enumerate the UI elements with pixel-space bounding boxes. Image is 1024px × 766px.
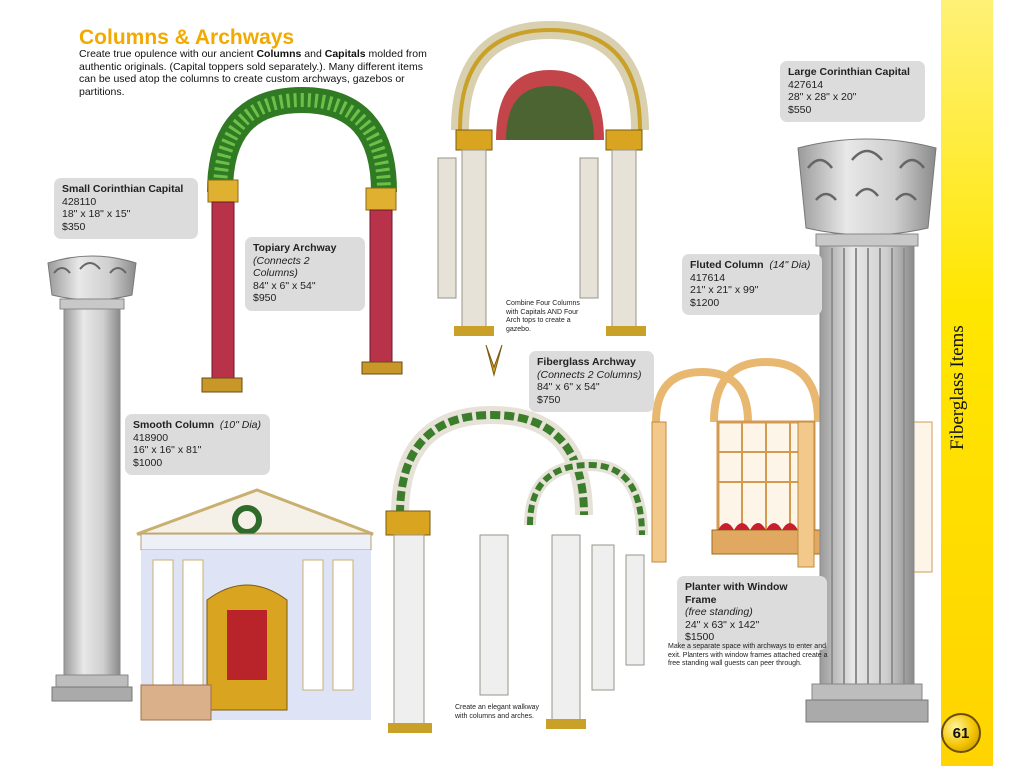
gazebo-illustration <box>437 20 649 336</box>
small-capital-info: Small Corinthian Capital 428110 18" x 18… <box>54 178 198 239</box>
walkway-caption: Create an elegant walkway with columns a… <box>455 704 540 720</box>
planter-info: Planter with Window Frame (free standing… <box>677 576 827 650</box>
gazebo-caption: Combine Four Columns with Capitals AND F… <box>506 300 580 333</box>
side-band <box>941 0 993 766</box>
smooth-column-illustration <box>47 255 137 702</box>
topiary-archway-info: Topiary Archway (Connects 2 Columns) 84"… <box>245 237 365 311</box>
page-number-badge: 61 <box>941 713 981 753</box>
topiary-archway-illustration <box>201 86 403 393</box>
page-title: Columns & Archways <box>79 26 295 49</box>
smooth-column-info: Smooth Column (10" Dia) 418900 16" x 16"… <box>125 414 270 475</box>
large-capital-info: Large Corinthian Capital 427614 28" x 28… <box>780 61 925 122</box>
section-label: Fiberglass Items <box>947 325 987 450</box>
fluted-column-info: Fluted Column (14" Dia) 417614 21" x 21"… <box>682 254 822 315</box>
walkway-illustration <box>385 344 648 733</box>
intro-text: Create true opulence with our ancient Co… <box>79 48 427 98</box>
pavilion-illustration <box>136 488 374 721</box>
fiberglass-archway-info: Fiberglass Archway (Connects 2 Columns) … <box>529 351 654 412</box>
planter-caption: Make a separate space with archways to e… <box>668 643 828 667</box>
fluted-column-illustration <box>797 138 937 723</box>
planter-window-illustration <box>651 357 933 573</box>
